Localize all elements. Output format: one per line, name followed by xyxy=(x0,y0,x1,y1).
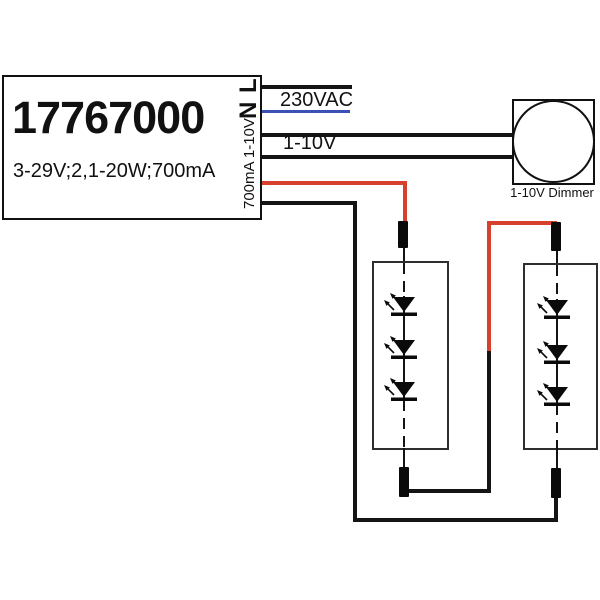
dimmer-knob-circle xyxy=(512,100,595,183)
module1-bottom-connector xyxy=(399,467,409,497)
driver-specs: 3-29V;2,1-20W;700mA xyxy=(13,160,216,182)
wire-series-link-h xyxy=(404,489,491,493)
driver-part-number: 17767000 xyxy=(12,92,205,143)
led-icon xyxy=(537,296,570,319)
module2-top-connector xyxy=(551,222,561,251)
module2-bottom-lead xyxy=(556,448,558,469)
module1-string-dashed-bottom xyxy=(403,400,405,448)
module1-bottom-lead xyxy=(403,448,405,468)
mains-voltage-label: 230VAC xyxy=(280,89,354,111)
driver-mains-terminal-label: N L xyxy=(235,77,262,119)
module2-string-dashed-bottom xyxy=(556,404,558,448)
wire-series-link-v-red xyxy=(487,221,491,351)
led-icon xyxy=(537,383,570,406)
wire-dim-control-2 xyxy=(262,155,512,159)
led-module-2-box xyxy=(523,263,598,450)
wire-dim-control-1 xyxy=(262,133,512,137)
module1-top-lead xyxy=(403,248,405,263)
control-voltage-label: 1-10V xyxy=(283,132,337,154)
dimmer-label: 1-10V Dimmer xyxy=(510,185,594,200)
led-icon xyxy=(384,378,417,401)
wire-mains-live xyxy=(262,85,352,89)
led-driver-box xyxy=(2,75,262,220)
led-icon xyxy=(537,341,570,364)
module1-string-dashed-top xyxy=(403,263,405,296)
module1-top-connector xyxy=(398,221,408,248)
module2-bottom-connector xyxy=(551,468,561,498)
wire-output-positive-h xyxy=(262,181,407,185)
driver-output-terminal-label: 700mA 1-10V xyxy=(241,118,258,209)
wire-module2-bottom-drop xyxy=(554,496,558,522)
led-icon xyxy=(384,293,417,316)
wire-output-positive-v xyxy=(403,181,407,224)
wire-bottom-return xyxy=(353,518,558,522)
wire-output-negative-h xyxy=(262,201,357,205)
wire-output-negative-v xyxy=(353,201,357,522)
module2-top-lead xyxy=(556,251,558,265)
led-icon xyxy=(384,336,417,359)
wire-series-link-top-red xyxy=(487,221,557,225)
wire-series-link-v-black xyxy=(487,349,491,493)
module2-string-dashed-top xyxy=(556,265,558,299)
led-module-1-box xyxy=(372,261,449,450)
wire-mains-neutral xyxy=(262,110,350,113)
